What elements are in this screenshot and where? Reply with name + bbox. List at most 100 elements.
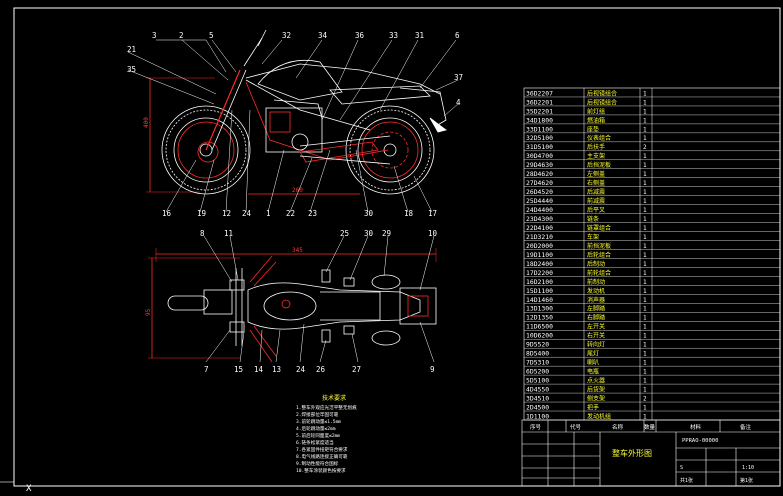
callout: 29 bbox=[382, 229, 391, 238]
callout: 37 bbox=[454, 73, 463, 82]
callout: 3 bbox=[152, 31, 157, 40]
part-qty: 1 bbox=[643, 404, 647, 411]
callout: 31 bbox=[415, 31, 424, 40]
callout: 10 bbox=[428, 229, 438, 238]
part-qty: 1 bbox=[643, 189, 647, 196]
part-qty: 1 bbox=[643, 234, 647, 241]
top-view-motorcycle bbox=[148, 248, 437, 363]
callout: 33 bbox=[389, 31, 398, 40]
drawing-title: 整车外形图 bbox=[612, 448, 652, 458]
part-code: 18D2400 bbox=[526, 260, 553, 268]
title-block bbox=[521, 419, 781, 487]
part-code: 2D4500 bbox=[526, 403, 549, 411]
sheet-count: 共1张 bbox=[680, 477, 693, 484]
part-name: 燃油箱 bbox=[587, 116, 605, 124]
tech-note-line: 9.制动性能符合国标 bbox=[296, 460, 339, 467]
part-name: 后制动 bbox=[587, 260, 605, 268]
top-view-leaders bbox=[203, 235, 435, 363]
callout: 18 bbox=[404, 209, 414, 218]
sheet-number: 第1张 bbox=[740, 477, 753, 484]
top-view-callouts: 8 11 25 30 29 10 7 15 14 13 24 26 27 9 bbox=[200, 229, 438, 374]
part-qty: 1 bbox=[643, 252, 647, 259]
header-code: 代号 bbox=[570, 423, 582, 431]
part-code: 5D5100 bbox=[526, 377, 549, 385]
part-qty: 2 bbox=[643, 144, 647, 151]
title-block-text: 序号 代号 名称 数量 材料 备注 整车外形图 PPRAO-00000 S 1:… bbox=[530, 423, 754, 484]
part-code: 24D4400 bbox=[526, 206, 553, 214]
part-qty: 1 bbox=[643, 108, 647, 115]
part-name: 前制动 bbox=[587, 278, 605, 286]
part-name: 链罩组合 bbox=[587, 224, 611, 232]
part-name: 右开关 bbox=[587, 332, 605, 340]
tech-note-line: 6.链条松紧度适当 bbox=[296, 439, 334, 446]
header-qty: 数量 bbox=[644, 423, 656, 431]
part-qty: 1 bbox=[643, 342, 647, 349]
callout: 14 bbox=[254, 365, 264, 374]
part-qty: 1 bbox=[643, 378, 647, 385]
callout: 26 bbox=[316, 365, 326, 374]
part-code: 8D5400 bbox=[526, 350, 549, 358]
part-qty: 1 bbox=[643, 315, 647, 322]
tech-note-line: 1.整车外观应光洁平整无划痕 bbox=[296, 404, 357, 411]
part-name: 后平叉 bbox=[587, 206, 605, 214]
part-name: 左侧盖 bbox=[587, 170, 605, 178]
callout: 22 bbox=[286, 209, 295, 218]
part-name: 后视镜组合 bbox=[587, 89, 617, 97]
part-code: 9D5520 bbox=[526, 341, 549, 349]
part-name: 消声器 bbox=[587, 296, 605, 304]
side-view-callouts: 3 2 5 32 34 36 33 31 6 21 35 37 4 16 19 … bbox=[127, 31, 463, 218]
tech-notes-title: 技术要求 bbox=[322, 394, 346, 402]
part-name: 转向灯 bbox=[587, 341, 605, 349]
dim-length: 260 bbox=[292, 187, 303, 194]
part-name: 后扶手 bbox=[587, 143, 605, 151]
part-qty: 1 bbox=[643, 306, 647, 313]
part-code: 21D3210 bbox=[526, 233, 553, 241]
callout: 6 bbox=[455, 31, 460, 40]
part-name: 仪表组合 bbox=[587, 134, 611, 142]
part-qty: 2 bbox=[643, 395, 647, 402]
callout: 17 bbox=[428, 209, 437, 218]
tech-note-line: 4.后轮跳动量≤2mm bbox=[296, 425, 336, 432]
part-name: 右脚踏 bbox=[587, 314, 605, 322]
part-name: 侧支架 bbox=[587, 394, 605, 402]
top-view-dimensions: 345 95 bbox=[145, 247, 303, 316]
tech-note-line: 5.前后轮同面度≤2mm bbox=[296, 432, 340, 439]
part-name: 后视镜组合 bbox=[587, 98, 617, 106]
part-qty: 1 bbox=[643, 225, 647, 232]
part-qty: 1 bbox=[643, 324, 647, 331]
part-code: 32D5100 bbox=[526, 134, 553, 142]
tech-note-line: 7.各紧固件扭矩符合要求 bbox=[296, 446, 348, 453]
part-name: 前轮组合 bbox=[587, 269, 611, 277]
part-qty: 1 bbox=[643, 413, 647, 420]
part-code: 16D2100 bbox=[526, 278, 553, 286]
part-code: 4D4550 bbox=[526, 385, 549, 393]
part-code: 1D1100 bbox=[526, 412, 549, 420]
part-name: 前减震 bbox=[587, 197, 605, 205]
part-name: 后减震 bbox=[587, 188, 605, 196]
part-qty: 1 bbox=[643, 270, 647, 277]
part-name: 前挡泥板 bbox=[587, 242, 611, 250]
callout: 30 bbox=[364, 209, 374, 218]
callout: 36 bbox=[355, 31, 365, 40]
part-qty: 1 bbox=[643, 207, 647, 214]
part-name: 车架 bbox=[587, 233, 599, 241]
part-code: 31D5100 bbox=[526, 143, 553, 151]
part-qty: 1 bbox=[643, 297, 647, 304]
side-view-motorcycle bbox=[146, 29, 447, 195]
part-name: 左脚踏 bbox=[587, 305, 605, 313]
callout: 11 bbox=[224, 229, 233, 238]
part-qty: 1 bbox=[643, 288, 647, 295]
part-name: 后挡泥板 bbox=[587, 161, 611, 169]
callout: 21 bbox=[127, 45, 136, 54]
part-code: 12D1350 bbox=[526, 314, 553, 322]
part-name: 链条 bbox=[587, 215, 599, 223]
part-code: 17D2200 bbox=[526, 269, 553, 277]
part-code: 7D5310 bbox=[526, 359, 549, 367]
callout: 16 bbox=[162, 209, 172, 218]
part-qty: 1 bbox=[643, 216, 647, 223]
part-code: 25D4440 bbox=[526, 197, 553, 205]
part-code: 36D2201 bbox=[526, 98, 553, 106]
callout: 27 bbox=[352, 365, 361, 374]
